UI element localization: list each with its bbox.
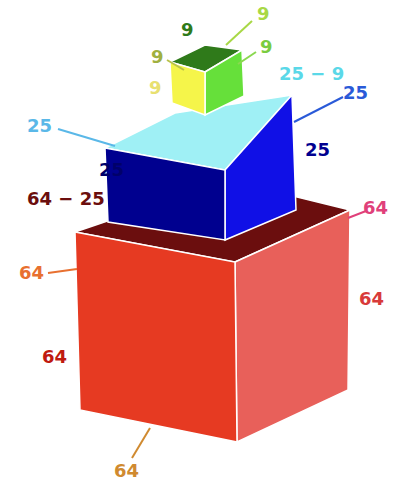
leader-line <box>226 21 252 45</box>
leader-line <box>167 60 184 70</box>
mid-side-face <box>225 95 296 240</box>
area-label: 64 <box>114 462 139 480</box>
area-label: 64 <box>359 290 384 308</box>
area-label: 25 <box>343 84 368 102</box>
leader-line <box>238 52 256 64</box>
area-label: 9 <box>151 48 164 66</box>
area-label: 9 <box>181 21 194 39</box>
leader-line <box>48 269 77 273</box>
leader-line <box>58 129 115 146</box>
area-label: 9 <box>257 5 270 23</box>
area-label: 25 <box>27 117 52 135</box>
area-label: 64 <box>19 264 44 282</box>
area-label: 25 <box>305 141 330 159</box>
area-difference-label: 64 − 25 <box>27 190 105 208</box>
area-label: 64 <box>42 348 67 366</box>
area-label: 25 <box>99 161 124 179</box>
area-label: 9 <box>260 38 273 56</box>
leader-line <box>294 97 343 122</box>
area-label: 64 <box>363 199 388 217</box>
small-side-face <box>205 50 244 115</box>
big-side-face <box>235 210 350 442</box>
leader-line <box>132 428 150 458</box>
area-label: 9 <box>149 79 162 97</box>
big-front-face <box>75 232 237 442</box>
area-difference-label: 25 − 9 <box>279 65 344 83</box>
small-front-face <box>170 62 205 115</box>
